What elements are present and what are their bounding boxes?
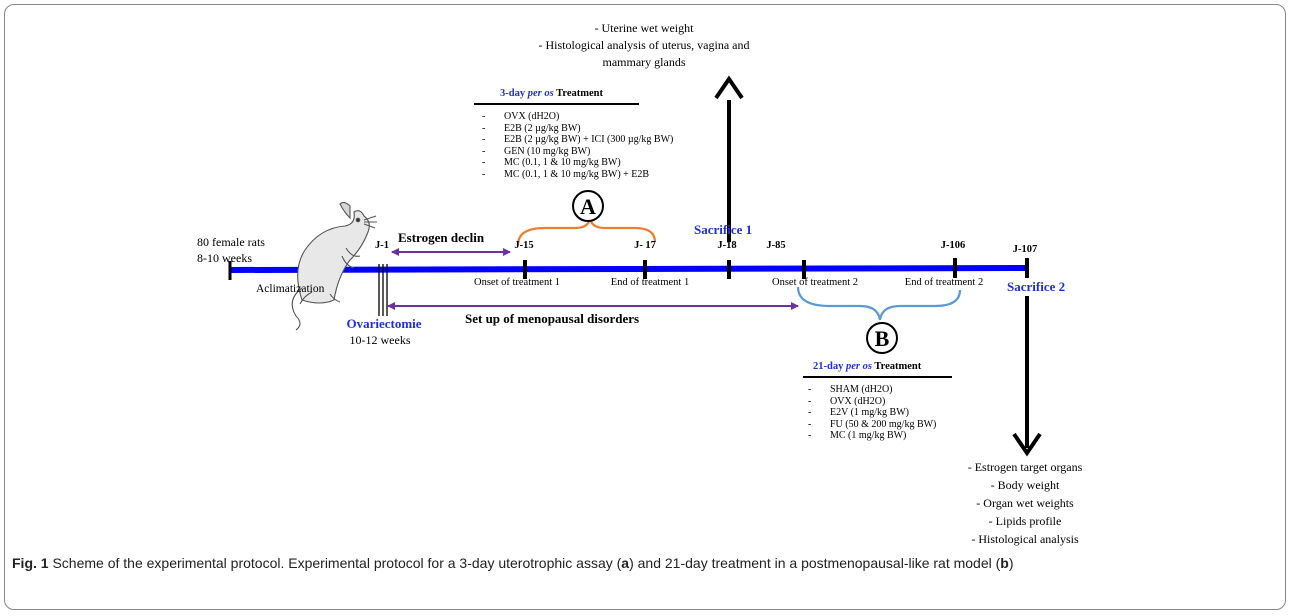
treatment-a-title: 3-day per os Treatment	[500, 88, 603, 99]
day-label-j18: J-18	[717, 240, 737, 251]
top-outcome-1: - Uterine wet weight	[594, 21, 694, 35]
caption-fig-label: Fig. 1	[12, 555, 49, 571]
figure-caption: Fig. 1 Scheme of the experimental protoc…	[12, 553, 1272, 573]
circle-b-letter: B	[875, 326, 890, 351]
top-outcomes: - Uterine wet weight - Histological anal…	[539, 20, 750, 71]
figure-frame	[4, 4, 1286, 610]
treatment-b-title-prefix: 21-day	[813, 361, 846, 372]
aclimatization-label: Aclimatization	[256, 283, 325, 295]
circle-b	[866, 322, 898, 354]
treatment-a-title-italic: per os	[527, 88, 554, 99]
caption-a: a	[621, 555, 630, 571]
day-label-j106: J-106	[940, 240, 966, 251]
circle-a-letter: A	[580, 194, 596, 219]
onset1-label: Onset of treatment 1	[473, 277, 561, 288]
ovx-age-label: 10-12 weeks	[349, 333, 411, 347]
list-item: -MC (0.1, 1 & 10 mg/kg BW) + E2B	[482, 168, 650, 180]
list-item: -E2B (2 µg/kg BW)	[482, 122, 581, 134]
list-item: -SHAM (dH2O)	[808, 384, 893, 395]
end2-label: End of treatment 2	[904, 277, 984, 288]
caption-b: b	[1000, 555, 1009, 571]
ovariectomie-label: Ovariectomie	[346, 316, 422, 331]
onset2-label: Onset of treatment 2	[771, 277, 859, 288]
rat-illustration	[291, 201, 377, 331]
menopausal-setup-label: Set up of menopausal disorders	[465, 311, 640, 326]
list-item: -E2V (1 mg/kg BW)	[808, 407, 909, 419]
bottom-outcome-3: - Organ wet weights	[976, 496, 1074, 510]
top-outcome-3: mammary glands	[602, 55, 686, 69]
caption-text-3: )	[1008, 555, 1014, 571]
animals-info: 80 female rats 8-10 weeks	[197, 234, 265, 266]
day-label-j85: J-85	[766, 240, 786, 251]
list-item: -E2B (2 µg/kg BW) + ICI (300 µg/kg BW)	[482, 134, 674, 146]
bottom-outcome-2: - Body weight	[990, 478, 1060, 492]
brace-b	[796, 286, 962, 321]
caption-text-2: ) and 21-day treatment in a postmenopaus…	[629, 555, 1001, 571]
day-label-j1: J-1	[375, 240, 389, 251]
treatment-a-title-prefix: 3-day	[500, 88, 528, 99]
list-item: -GEN (10 mg/kg BW)	[482, 145, 591, 157]
treatment-b-title-suffix: Treatment	[871, 361, 922, 372]
end1-label: End of treatment 1	[610, 277, 690, 288]
circle-a	[572, 190, 604, 222]
treatment-b-title-italic: per os	[845, 361, 872, 372]
sacrifice2-arrow-head	[1012, 432, 1042, 457]
treatment-b-title: 21-day per os Treatment	[813, 361, 921, 372]
bottom-outcomes: - Estrogen target organs - Body weight -…	[968, 458, 1083, 548]
day-label-j17: J- 17	[634, 240, 656, 251]
sacrifice1-arrow-head	[714, 75, 744, 100]
treatment-a-list: -OVX (dH2O) -E2B (2 µg/kg BW) -E2B (2 µg…	[482, 111, 673, 181]
bottom-outcome-5: - Histological analysis	[971, 532, 1079, 546]
animals-count: 80 female rats	[197, 235, 265, 249]
day-label-j107: J-107	[1012, 244, 1038, 255]
animals-age: 8-10 weeks	[197, 251, 252, 265]
estrogen-declin-label: Estrogen declin	[398, 230, 485, 245]
treatment-b-list: -SHAM (dH2O) -OVX (dH2O) -E2V (1 mg/kg B…	[808, 384, 936, 442]
list-item: -OVX (dH2O)	[808, 395, 886, 407]
day-label-j15: J-15	[514, 240, 534, 251]
bottom-outcome-4: - Lipids profile	[988, 514, 1062, 528]
timeline-bar	[229, 265, 1029, 273]
caption-text-1: Scheme of the experimental protocol. Exp…	[48, 555, 622, 571]
list-item: -OVX (dH2O)	[482, 111, 560, 122]
list-item: -FU (50 & 200 mg/kg BW)	[808, 418, 937, 430]
list-item: -MC (0.1, 1 & 10 mg/kg BW)	[482, 157, 621, 169]
sacrifice1-label: Sacrifice 1	[694, 222, 753, 237]
sacrifice2-label: Sacrifice 2	[1007, 279, 1066, 294]
top-outcome-2: - Histological analysis of uterus, vagin…	[538, 38, 750, 52]
treatment-a-title-suffix: Treatment	[553, 88, 603, 99]
bottom-outcome-1: - Estrogen target organs	[967, 460, 1083, 474]
list-item: -MC (1 mg/kg BW)	[808, 430, 907, 442]
